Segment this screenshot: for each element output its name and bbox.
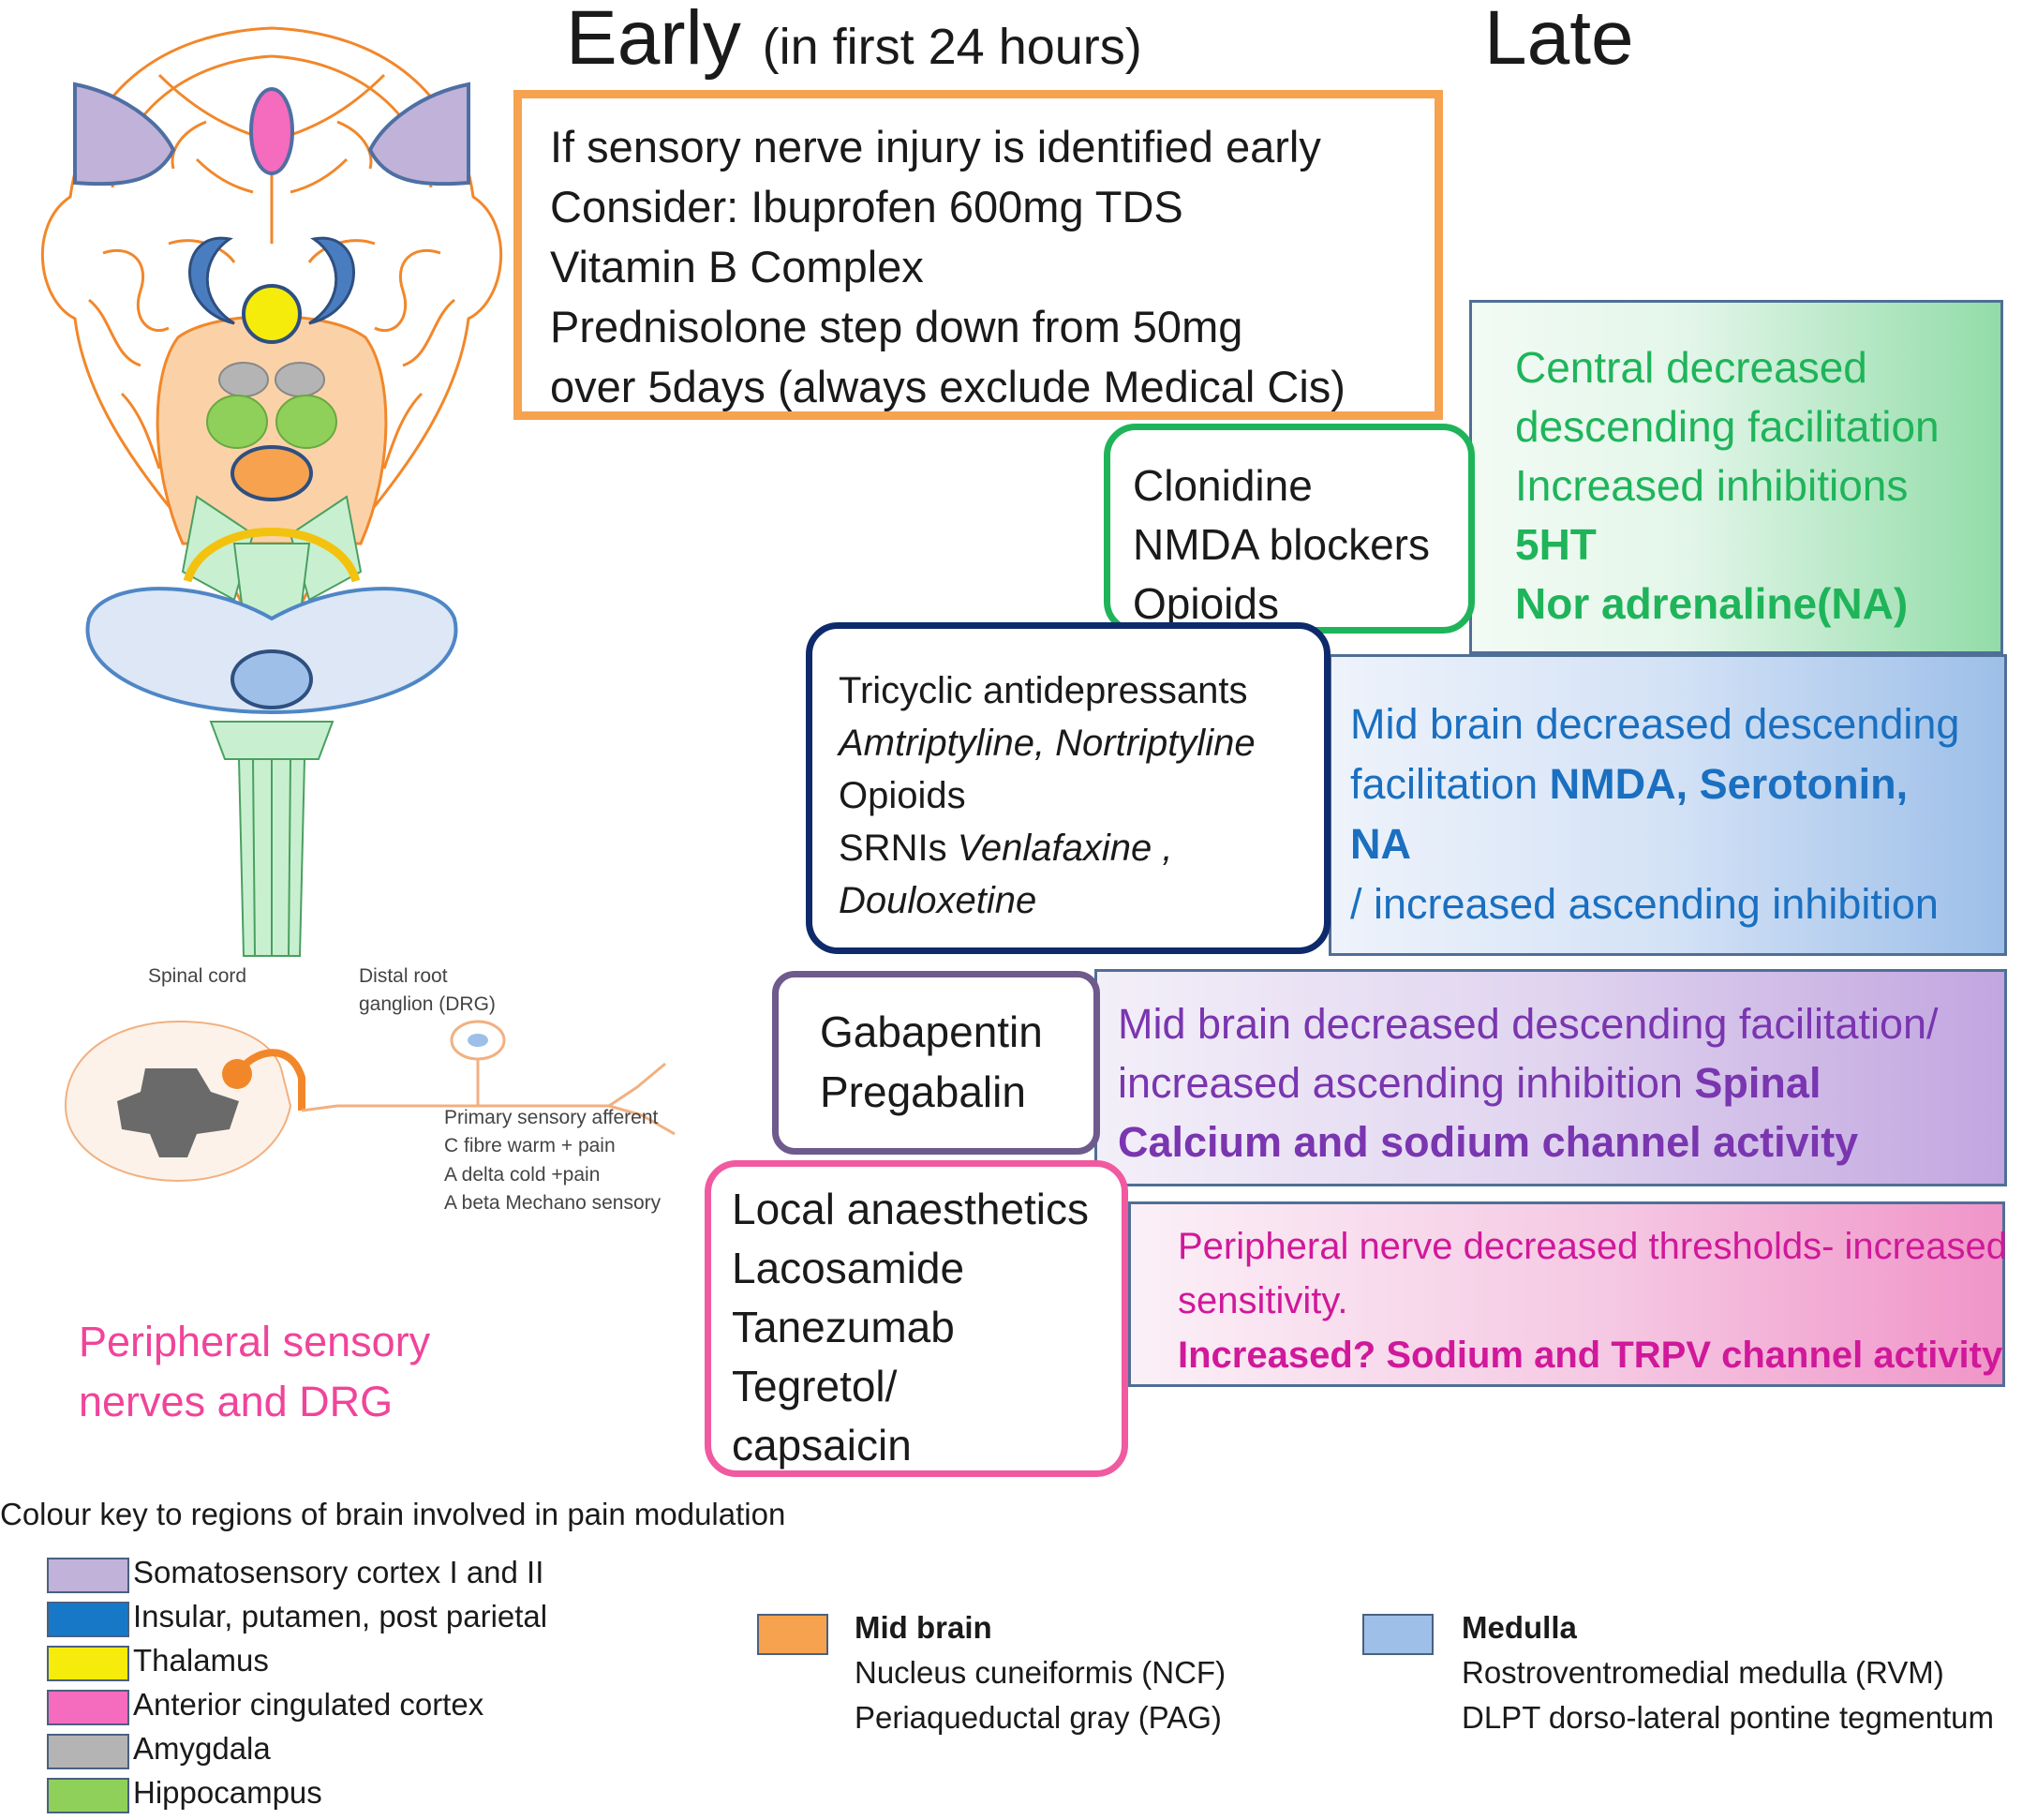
brain-illustration xyxy=(40,26,503,957)
key-swatch-midbrain xyxy=(757,1614,828,1655)
spinal-effect-line: Mid brain decreased descending facilitat… xyxy=(1118,1000,1939,1048)
key-swatch-insular xyxy=(47,1602,129,1637)
key-midbrain-line: Periaqueductal gray (PAG) xyxy=(855,1700,1222,1735)
central-effect-na: Nor adrenaline(NA) xyxy=(1515,579,1909,628)
central-drug-box: Clonidine NMDA blockers Opioids xyxy=(1104,424,1475,634)
drg-label: Distal root ganglion (DRG) xyxy=(359,965,496,1016)
key-medulla-title: Medulla xyxy=(1462,1610,1577,1645)
drug-item: Opioids xyxy=(839,775,966,816)
drug-item: Local anaesthetics xyxy=(732,1185,1090,1233)
key-label: Thalamus xyxy=(133,1643,269,1678)
key-label: Anterior cingulated cortex xyxy=(133,1687,484,1722)
peripheral-effect-line: Increased? Sodium and TRPV channel activ… xyxy=(1178,1335,2003,1376)
spinal-effect-line: increased ascending inhibition Spinal xyxy=(1118,1059,1821,1107)
midbrain-effect-line: NA xyxy=(1350,820,1411,868)
midbrain-drug-box: Tricyclic antidepressants Amtriptyline, … xyxy=(806,622,1331,954)
early-line: over 5days (always exclude Medical Cis) xyxy=(550,362,1346,411)
peripheral-effect-box: Peripheral nerve decreased thresholds- i… xyxy=(1128,1201,2007,1387)
key-medulla-line: Rostroventromedial medulla (RVM) xyxy=(1462,1655,1944,1690)
early-line: Consider: Ibuprofen 600mg TDS xyxy=(550,182,1183,231)
afferent-label: Primary sensory afferent C fibre warm + … xyxy=(444,1107,662,1215)
spinal-cord-diagram xyxy=(64,1020,676,1183)
spinal-cord-label: Spinal cord xyxy=(148,965,247,987)
drug-item: Tegretol/ xyxy=(732,1362,898,1410)
key-midbrain-title: Mid brain xyxy=(855,1610,992,1645)
peripheral-effect-line: sensitivity. xyxy=(1178,1280,1348,1321)
early-header: Early (in first 24 hours) xyxy=(566,0,1142,77)
early-line: Vitamin B Complex xyxy=(550,242,924,291)
peripheral-caption: Peripheral sensory nerves and DRG xyxy=(79,1318,431,1425)
key-label: Insular, putamen, post parietal xyxy=(133,1599,548,1634)
spinal-drug-box: Gabapentin Pregabalin xyxy=(772,971,1100,1155)
key-swatch-hippocampus xyxy=(47,1778,129,1813)
drug-item: capsaicin xyxy=(732,1421,912,1469)
late-header: Late xyxy=(1484,0,1634,81)
central-effect-5ht: 5HT xyxy=(1515,520,1597,569)
key-medulla-line: DLPT dorso-lateral pontine tegmentum xyxy=(1462,1700,1995,1735)
peripheral-drug-box: Local anaesthetics Lacosamide Tanezumab … xyxy=(705,1160,1128,1477)
drug-item: Clonidine xyxy=(1133,461,1313,510)
early-line: Prednisolone step down from 50mg xyxy=(550,302,1243,351)
key-label: Amygdala xyxy=(133,1731,271,1766)
drug-item: Pregabalin xyxy=(820,1067,1026,1116)
early-title: Early xyxy=(566,0,741,81)
central-effect-line: descending facilitation xyxy=(1515,402,1940,451)
midbrain-effect-line: / increased ascending inhibition xyxy=(1350,880,1939,928)
drug-item: Opioids xyxy=(1133,579,1279,628)
drug-item: Lacosamide xyxy=(732,1244,965,1292)
midbrain-effect-line: facilitation NMDA, Serotonin, xyxy=(1350,760,1909,808)
drug-class: Tricyclic antidepressants xyxy=(839,670,1248,711)
key-title: Colour key to regions of brain involved … xyxy=(0,1497,786,1531)
early-timeframe: (in first 24 hours) xyxy=(762,19,1142,75)
key-swatch-amygdala xyxy=(47,1734,129,1769)
peripheral-effect-line: Peripheral nerve decreased thresholds- i… xyxy=(1178,1226,2007,1267)
central-effect-line: Central decreased xyxy=(1515,343,1867,392)
key-swatch-cingulate xyxy=(47,1690,129,1725)
drug-item: SRNIs Venlafaxine , xyxy=(839,828,1173,869)
key-swatch-thalamus xyxy=(47,1646,129,1681)
drug-names: Amtriptyline, Nortriptyline xyxy=(839,723,1256,764)
drug-item: NMDA blockers xyxy=(1133,520,1430,569)
key-swatch-medulla xyxy=(1362,1614,1434,1655)
midbrain-effect-line: Mid brain decreased descending xyxy=(1350,700,1960,748)
central-effect-line: Increased inhibitions xyxy=(1515,461,1909,510)
drug-item: Douloxetine xyxy=(839,880,1037,921)
early-line: If sensory nerve injury is identified ea… xyxy=(550,122,1321,172)
central-effect-box: Central decreased descending facilitatio… xyxy=(1469,300,2003,654)
drug-item: Tanezumab xyxy=(732,1303,955,1351)
midbrain-effect-box: Mid brain decreased descending facilitat… xyxy=(1329,654,2007,956)
key-label: Hippocampus xyxy=(133,1775,322,1810)
key-midbrain-line: Nucleus cuneiformis (NCF) xyxy=(855,1655,1227,1690)
key-label: Somatosensory cortex I and II xyxy=(133,1555,544,1589)
drug-item: Gabapentin xyxy=(820,1007,1043,1056)
spinal-effect-box: Mid brain decreased descending facilitat… xyxy=(1094,969,2007,1186)
spinal-effect-line: Calcium and sodium channel activity xyxy=(1118,1118,1859,1166)
key-swatch-somatosensory xyxy=(47,1558,129,1593)
early-treatment-box: If sensory nerve injury is identified ea… xyxy=(513,90,1443,420)
